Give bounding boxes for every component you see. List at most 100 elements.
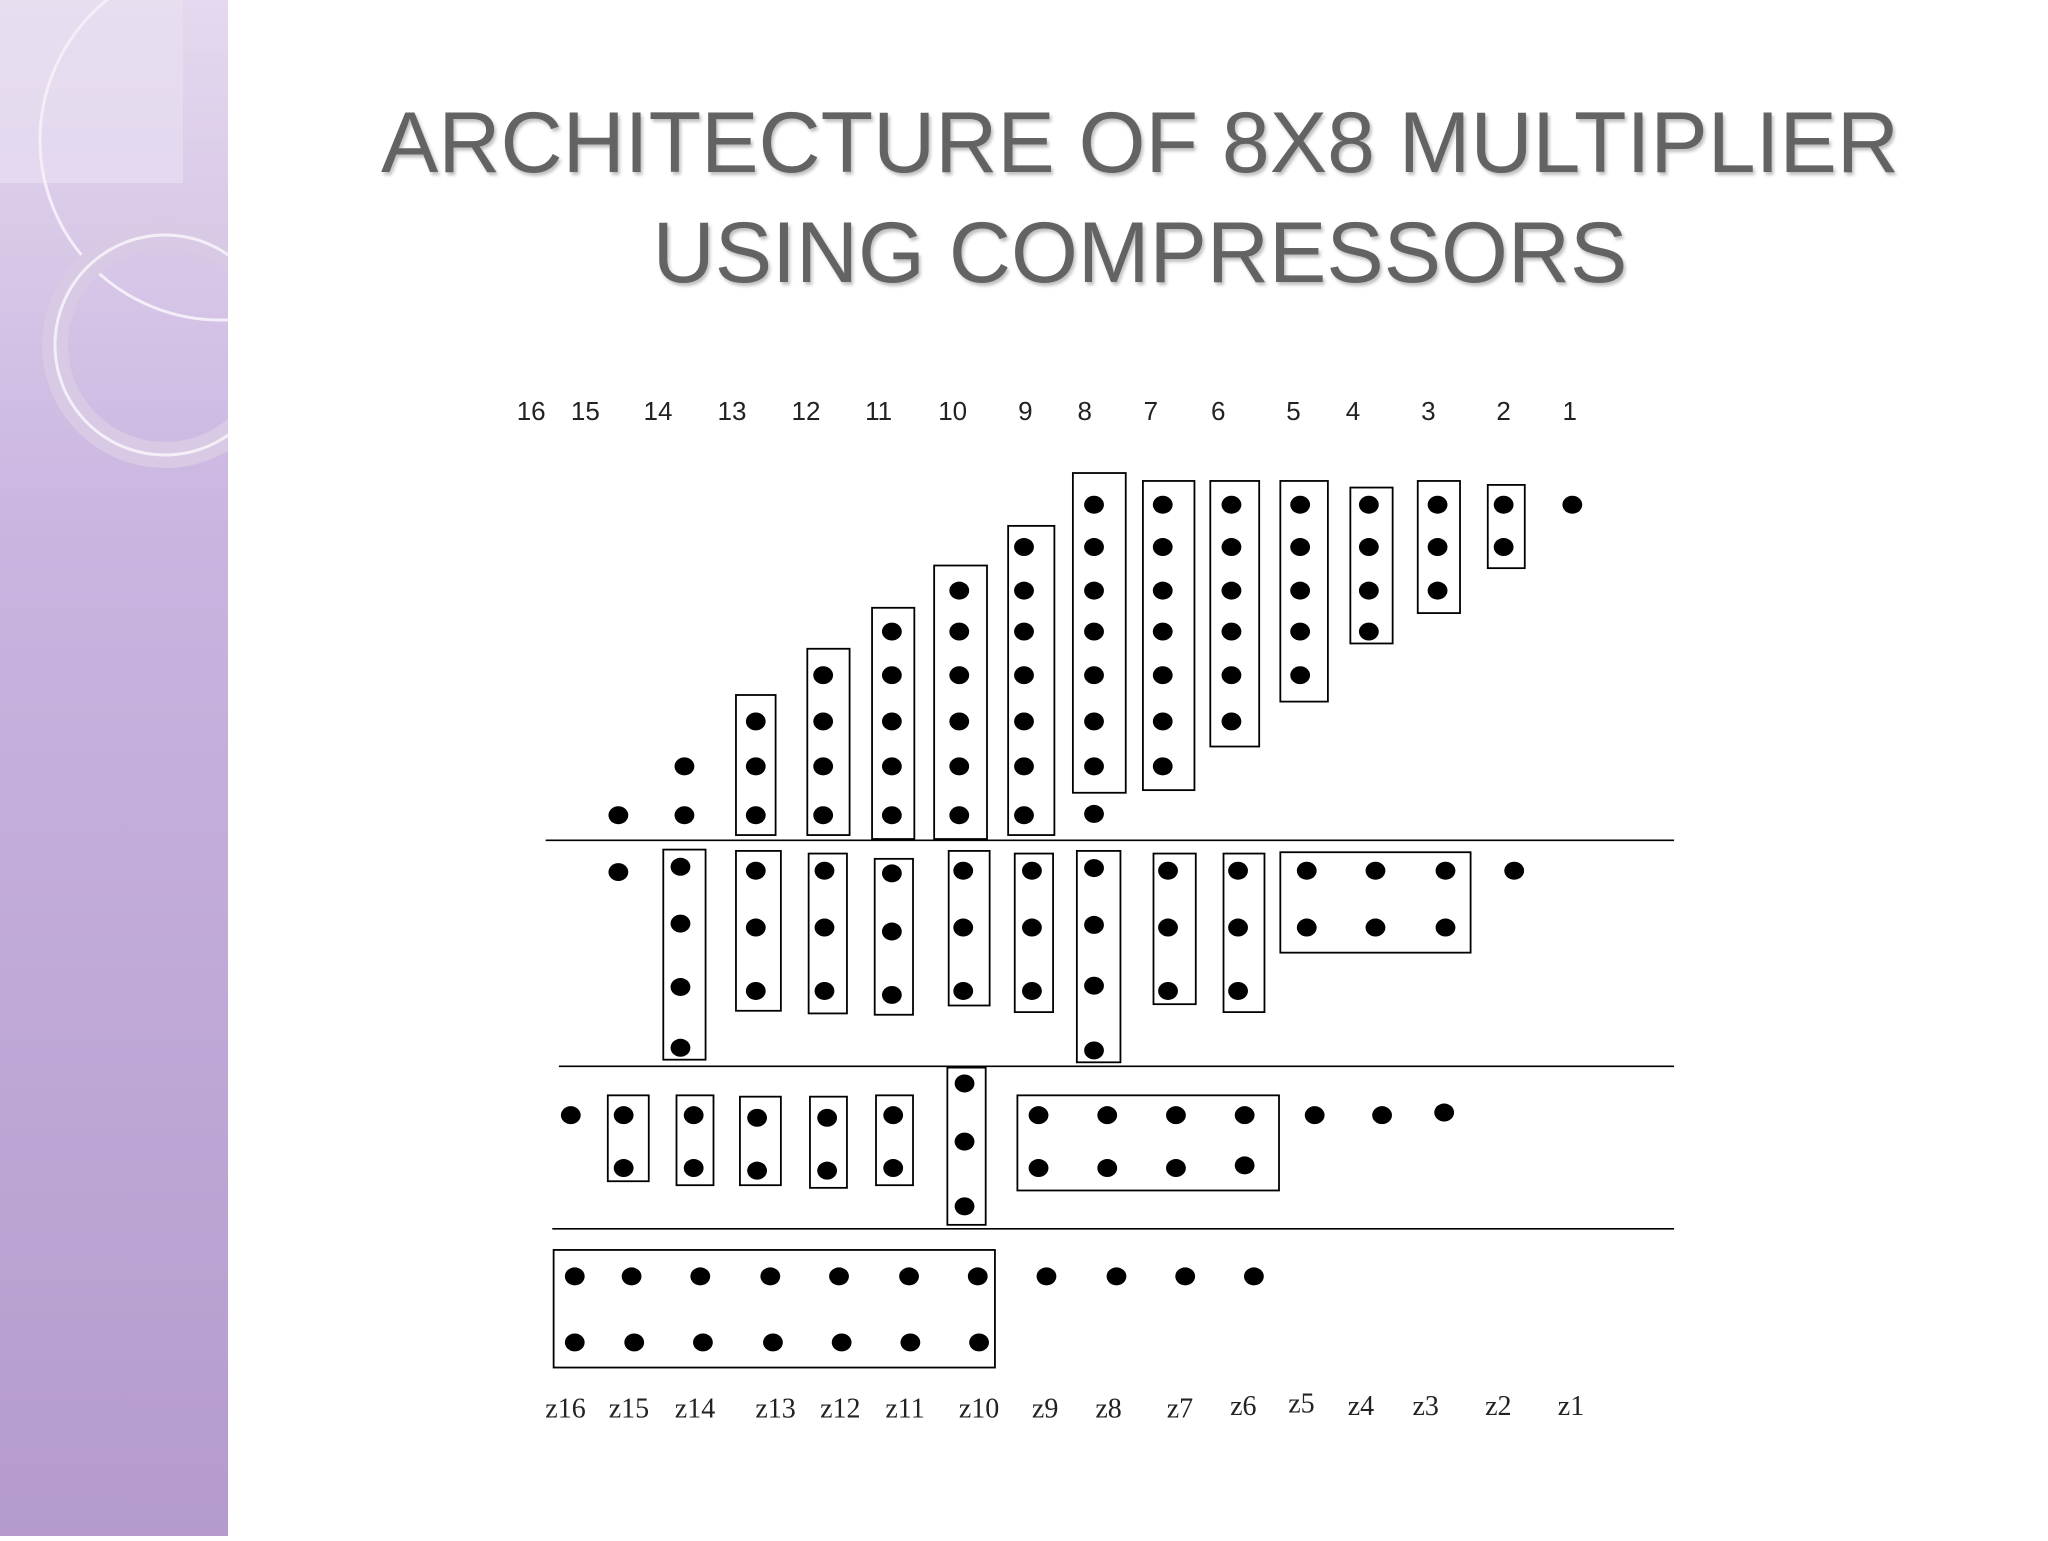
dot bbox=[670, 857, 691, 876]
compressor-box bbox=[735, 850, 782, 1012]
dot bbox=[1014, 666, 1034, 685]
dot bbox=[1435, 861, 1456, 880]
dot bbox=[1084, 757, 1104, 776]
dot bbox=[1158, 918, 1178, 937]
dot bbox=[881, 985, 902, 1004]
column-number: 7 bbox=[1144, 396, 1158, 426]
dot bbox=[1152, 757, 1173, 776]
output-label: z14 bbox=[675, 1394, 715, 1425]
dot bbox=[763, 1333, 783, 1352]
column-number: 12 bbox=[792, 396, 821, 426]
dot bbox=[949, 581, 970, 600]
dot bbox=[1014, 712, 1034, 731]
compressor-box bbox=[806, 647, 851, 836]
dot bbox=[1014, 622, 1034, 641]
dot bbox=[621, 1267, 642, 1286]
column-number: 13 bbox=[718, 396, 747, 426]
compressor-box bbox=[1486, 484, 1526, 570]
dot bbox=[1014, 538, 1034, 556]
slide-title: ARCHITECTURE OF 8X8 MULTIPLIER USING COM… bbox=[240, 88, 2040, 308]
dot bbox=[1084, 976, 1104, 995]
dot bbox=[1097, 1159, 1118, 1178]
dot bbox=[1493, 495, 1514, 514]
dot bbox=[1365, 861, 1386, 880]
dot bbox=[1296, 861, 1317, 880]
compressor-box bbox=[1222, 852, 1266, 1014]
dot bbox=[829, 1267, 849, 1286]
dot bbox=[813, 757, 834, 776]
dot bbox=[1504, 861, 1525, 880]
dot bbox=[1028, 1106, 1049, 1125]
dot bbox=[881, 922, 902, 941]
dot bbox=[560, 1106, 581, 1125]
dot bbox=[1084, 1041, 1104, 1060]
dot bbox=[674, 757, 695, 776]
dot bbox=[1234, 1106, 1255, 1125]
dot bbox=[1365, 918, 1386, 937]
compressor-box bbox=[662, 848, 707, 1061]
dot bbox=[881, 666, 902, 685]
dot bbox=[813, 666, 834, 685]
sidebar-background bbox=[0, 0, 402, 1536]
dot bbox=[1358, 622, 1379, 641]
dot bbox=[1434, 1103, 1455, 1122]
dot bbox=[564, 1333, 585, 1352]
dot bbox=[608, 863, 629, 882]
dot bbox=[1084, 666, 1104, 685]
dot bbox=[814, 918, 835, 937]
dot bbox=[1221, 538, 1242, 556]
dot bbox=[674, 806, 695, 825]
dot bbox=[683, 1106, 704, 1125]
dot bbox=[608, 806, 629, 825]
dot bbox=[969, 1333, 989, 1352]
compressor-box bbox=[1152, 852, 1197, 1006]
output-label: z8 bbox=[1095, 1394, 1121, 1425]
dot bbox=[670, 1038, 691, 1057]
column-number: 11 bbox=[865, 396, 892, 426]
output-label: z9 bbox=[1032, 1394, 1058, 1425]
dot bbox=[1022, 918, 1042, 937]
dot bbox=[881, 864, 902, 883]
decorative-sidebar bbox=[0, 0, 402, 1536]
dot bbox=[1152, 622, 1173, 641]
title-line-1: ARCHITECTURE OF 8X8 MULTIPLIER bbox=[381, 95, 1899, 191]
title-line-2: USING COMPRESSORS bbox=[652, 205, 1628, 301]
output-label: z3 bbox=[1412, 1391, 1438, 1422]
compressor-box bbox=[1071, 472, 1127, 794]
dot bbox=[1028, 1159, 1049, 1178]
dot bbox=[1084, 581, 1104, 600]
compressor-box bbox=[1013, 852, 1054, 1014]
output-label: z7 bbox=[1167, 1394, 1193, 1425]
output-label: z6 bbox=[1230, 1391, 1256, 1422]
output-label: z15 bbox=[609, 1394, 649, 1425]
dot bbox=[883, 1106, 904, 1125]
dot bbox=[1014, 806, 1034, 825]
dot bbox=[1221, 666, 1242, 685]
dot bbox=[613, 1106, 634, 1125]
output-label: z12 bbox=[820, 1394, 860, 1425]
compressor-box bbox=[552, 1249, 996, 1369]
dot bbox=[1036, 1267, 1057, 1286]
compressor-box bbox=[933, 564, 988, 840]
dot bbox=[1427, 495, 1448, 514]
output-label: z11 bbox=[885, 1394, 924, 1425]
dot bbox=[881, 622, 902, 641]
dot bbox=[1175, 1267, 1196, 1286]
dot bbox=[1290, 538, 1311, 556]
dot bbox=[900, 1333, 921, 1352]
dot bbox=[670, 978, 691, 996]
dot bbox=[1166, 1106, 1186, 1125]
column-number: 16 bbox=[517, 396, 546, 426]
dot bbox=[817, 1161, 838, 1180]
dot bbox=[1562, 495, 1583, 514]
output-label: z2 bbox=[1485, 1391, 1511, 1422]
compressor-box bbox=[947, 850, 991, 1007]
column-number: 14 bbox=[644, 396, 673, 426]
dot bbox=[745, 918, 766, 937]
dot bbox=[693, 1333, 713, 1352]
dot bbox=[670, 914, 691, 933]
dot bbox=[745, 806, 766, 825]
column-number: 3 bbox=[1421, 396, 1435, 426]
dot bbox=[1290, 666, 1311, 685]
